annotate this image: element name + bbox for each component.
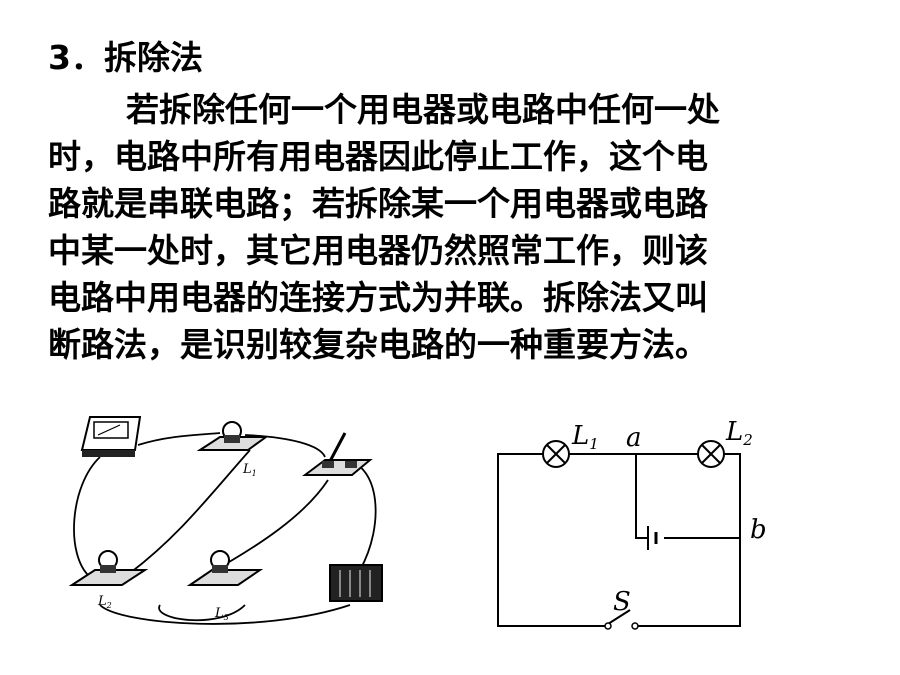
lamp-l2-symbol bbox=[697, 440, 725, 468]
meter-device bbox=[80, 416, 142, 457]
label-l3: L3 bbox=[214, 606, 229, 622]
paragraph: 若拆除任何一个用电器或电路中任何一处 时，电路中所有用电器因此停止工作，这个电 … bbox=[48, 86, 848, 368]
paragraph-line: 若拆除任何一个用电器或电路中任何一处 bbox=[126, 90, 720, 129]
lamp-l1-symbol bbox=[542, 440, 570, 468]
label-a: a bbox=[626, 423, 642, 453]
paragraph-line: 中某一处时，其它用电器仍然照常工作，则该 bbox=[48, 231, 708, 270]
switch-contact bbox=[631, 622, 639, 630]
schematic-wires bbox=[497, 453, 741, 627]
label-s: S bbox=[613, 587, 631, 617]
label-l1: L1 bbox=[242, 462, 257, 478]
physical-circuit-figure: L1 L2 L3 bbox=[68, 416, 383, 625]
label-l1: L1 bbox=[571, 421, 599, 453]
battery-device bbox=[329, 564, 383, 602]
switch-device bbox=[302, 432, 373, 476]
switch-contact bbox=[604, 622, 612, 630]
label-b: b bbox=[750, 515, 767, 545]
bulb-l3 bbox=[186, 550, 264, 586]
paragraph-line: 时，电路中所有用电器因此停止工作，这个电 bbox=[48, 137, 708, 176]
paragraph-line: 路就是串联电路；若拆除某一个用电器或电路 bbox=[48, 184, 708, 223]
label-l2: L2 bbox=[725, 417, 753, 449]
schematic-figure: L1 a L2 b S bbox=[497, 417, 767, 630]
label-l2: L2 bbox=[97, 594, 112, 610]
bulb-l2 bbox=[68, 550, 149, 586]
paragraph-line: 电路中用电器的连接方式为并联。拆除法又叫 bbox=[48, 278, 708, 317]
paragraph-line: 断路法，是识别较复杂电路的一种重要方法。 bbox=[48, 325, 708, 364]
heading: 3．拆除法 bbox=[48, 38, 203, 77]
bulb-l1 bbox=[196, 421, 270, 451]
